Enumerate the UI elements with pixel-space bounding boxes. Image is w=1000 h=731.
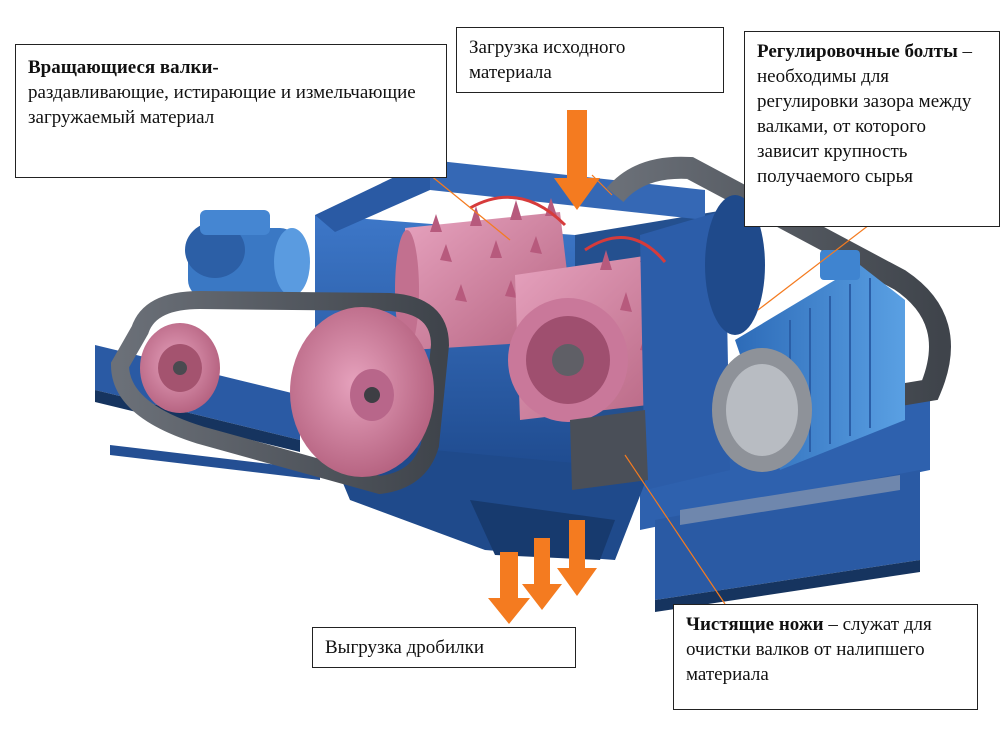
callout-bolts-title: Регулировочные болты	[757, 41, 958, 62]
rotation-arrows	[469, 195, 667, 263]
callout-rotating-rollers: Вращающиеся валки- раздавливающие, истир…	[15, 44, 447, 178]
belt-drive-right	[606, 156, 951, 406]
callout-adjusting-bolts: Регулировочные болты – необходимы для ре…	[744, 31, 1000, 227]
callout-cleaning-knives: Чистящие ножи – служат для очистки валко…	[673, 604, 978, 710]
callout-discharge-text: Выгрузка дробилки	[325, 637, 484, 658]
motor-left	[185, 210, 310, 298]
callout-knives-text: – служат для очистки валков от налипшего…	[686, 614, 932, 685]
callout-bolts-text: – необходимы для регулировки зазора межд…	[757, 41, 973, 187]
callout-knives-title: Чистящие ножи	[686, 614, 824, 635]
callout-rollers-text: раздавливающие, истирающие и измельчающи…	[28, 82, 416, 128]
pulley-icon	[140, 323, 220, 413]
flywheel	[290, 307, 434, 477]
arrow-down-icon	[488, 110, 600, 624]
motor-icon	[712, 250, 905, 472]
callout-feed-material: Загрузка исходного материала	[456, 27, 724, 93]
knife-plate	[570, 410, 648, 490]
belt-drive-left	[110, 290, 450, 495]
callout-rollers-title: Вращающиеся валки-	[28, 57, 219, 78]
callout-feed-text: Загрузка исходного материала	[469, 37, 626, 83]
callout-discharge: Выгрузка дробилки	[312, 627, 576, 668]
